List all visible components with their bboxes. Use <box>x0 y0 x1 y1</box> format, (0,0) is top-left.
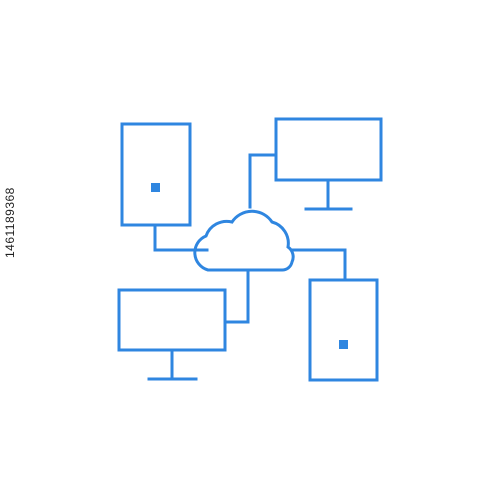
connector-line <box>248 153 278 209</box>
connector-line <box>153 223 209 252</box>
cloud-shape <box>193 209 295 272</box>
monitor-screen <box>274 117 383 182</box>
stock-id-label: 1461189368 <box>3 187 17 258</box>
device-indicator <box>339 340 348 349</box>
device-body <box>120 122 192 227</box>
device-indicator <box>151 183 160 192</box>
server-device-top-left <box>120 122 192 227</box>
monitor-device-bottom-left <box>117 288 227 381</box>
device-body <box>308 278 379 382</box>
connector-line <box>223 268 250 324</box>
connector-line <box>291 248 347 282</box>
server-device-bottom-right <box>308 278 379 382</box>
monitor-screen <box>117 288 227 352</box>
monitor-device-top-right <box>274 117 383 211</box>
